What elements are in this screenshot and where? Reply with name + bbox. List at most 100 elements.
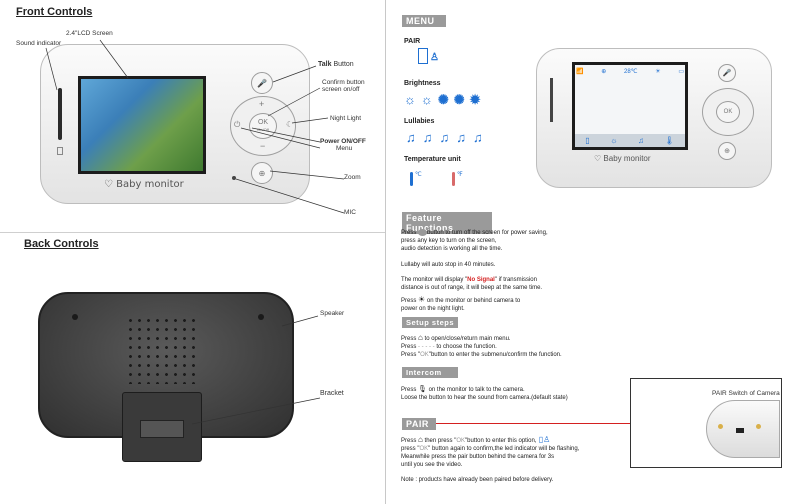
setup-steps-banner: Setup steps (402, 317, 458, 328)
brightness-heading: Brightness (404, 80, 441, 87)
battery-icon (57, 147, 63, 155)
night-light-status-icon: ☀ (655, 68, 661, 75)
intercom-i2: Loose the button to hear the sound from … (401, 395, 568, 401)
zoom-icon: ⊕ (258, 168, 266, 178)
brightness-1-icon: ☼ (404, 92, 421, 107)
thermometer-c-icon (410, 172, 413, 186)
battery-status-icon: ▭ (678, 68, 684, 75)
talk-button[interactable]: 🎤 (251, 72, 273, 94)
setup-s3-a: Press " (401, 352, 421, 358)
menu-bottom-bar: ▯ ☼ ♫ 🌡 (575, 134, 685, 147)
power-inline-icon (418, 229, 428, 236)
menu-brand-text: Baby monitor (603, 154, 651, 163)
feature-p1-c: press any key to turn on the screen, (401, 238, 497, 245)
intercom-text: Press 🎙 on the monitor to talk to the ca… (401, 386, 568, 402)
heart-icon: ♡ (104, 179, 113, 190)
temp-c-symbol: ℃ (415, 172, 422, 178)
ok-text: OK (257, 119, 269, 126)
pair-camera-icon: ♙ (430, 52, 439, 63)
pair-monitor-icon (418, 48, 428, 64)
home-inline-icon: ⌂ (418, 333, 423, 342)
temp-f-symbol: ℉ (457, 172, 463, 178)
night-b: on the monitor or behind camera to (425, 298, 521, 304)
setup-s2-a: Press (401, 344, 419, 350)
night-c: power on the night light. (401, 306, 465, 312)
menu-lullaby-icon: ♫ (638, 136, 645, 145)
setup-s1-a: Press (401, 336, 419, 342)
zoom-button[interactable]: ⊕ (251, 162, 273, 184)
pair-home-inline-icon: ⌂ (418, 435, 423, 444)
lullaby-4-icon: ♫ (456, 130, 473, 145)
talk-label-suffix: Button (331, 61, 354, 68)
mic-hole (232, 176, 236, 180)
section-divider (0, 232, 385, 233)
nosig-c: distance is out of range, it will beep a… (401, 285, 543, 291)
lullaby-1-icon: ♫ (406, 130, 423, 145)
nosig-a: The monitor will display " (401, 277, 468, 283)
screen-onoff-label: screen on/off (322, 86, 360, 93)
talk-button-label: Talk Button (318, 61, 354, 68)
brightness-icons: ☼☼✺✺✹ (404, 92, 486, 108)
lullaby-5-icon: ♫ (473, 130, 490, 145)
ok-subtext: On/Off (257, 127, 269, 132)
menu-zoom-button[interactable]: ⊕ (718, 142, 736, 160)
camera-led-left (718, 424, 723, 429)
signal-icon: 📶 (576, 68, 584, 75)
brightness-5-icon: ✹ (469, 92, 486, 107)
pair-banner: PAIR (402, 418, 436, 430)
night-light-button[interactable]: ☾ (286, 120, 294, 129)
setup-s3-ok: OK (420, 352, 429, 358)
temperature-heading: Temperature unit (404, 156, 461, 163)
zoom-status-icon: ⊕ (601, 68, 607, 75)
brightness-3-icon: ✺ (437, 92, 454, 107)
pair-p4: until you see the video. (401, 462, 463, 468)
arrow-keys-inline-icon: - ‑ ‑ ‑ ‑ (418, 344, 435, 350)
pair-text: Press ⌂ then press "OK"button to enter t… (401, 436, 579, 469)
pair-p1-c: "button to enter this option, (465, 438, 537, 444)
pair-p1-ok: OK (456, 438, 466, 444)
brand-logo: ♡ Baby monitor (104, 179, 184, 190)
feature-no-signal: The monitor will display "No Signal" if … (401, 276, 542, 292)
setup-s2-b: to choose the function. (434, 344, 497, 350)
speaker-label: Speaker (320, 310, 345, 317)
pair-p1-b: then press " (422, 438, 457, 444)
menu-banner: MENU (402, 15, 446, 27)
menu-brand-logo: ♡ Baby monitor (594, 154, 651, 163)
menu-sound-indicator (550, 78, 553, 122)
menu-ok-button[interactable]: OK (716, 101, 740, 123)
lcd-screen (78, 76, 206, 174)
confirm-button-label: Confirm button (322, 79, 365, 86)
pair-p2-a: press " (401, 446, 420, 452)
lullaby-2-icon: ♫ (422, 130, 440, 145)
device-temperature: 28℃ (624, 68, 638, 75)
pair-switch-button[interactable] (736, 428, 744, 433)
setup-s1-b: to open/close/return main menu. (422, 336, 511, 342)
menu-label: Menu (336, 145, 353, 152)
no-signal-red-text: No Signal (467, 277, 495, 283)
power-label: Power ON/OFF (320, 138, 366, 145)
column-divider (385, 0, 386, 504)
pair-p1-a: Press (401, 438, 419, 444)
screw-hole-left (72, 314, 78, 320)
back-controls-title: Back Controls (24, 238, 99, 250)
bracket-label: Bracket (320, 390, 344, 397)
feature-night-light: Press ☀ on the monitor or behind camera … (401, 296, 520, 313)
pair-inline-icon: ▯♙ (536, 435, 551, 444)
up-arrow-button[interactable]: + (259, 99, 265, 109)
pair-p2-ok: OK (419, 446, 429, 452)
zoom-label: Zoom (344, 174, 361, 181)
power-menu-button[interactable]: ⏻ (234, 120, 241, 129)
menu-talk-button[interactable]: 🎤 (718, 64, 736, 82)
setup-s3-b: "button to enter the submenu/confirm the… (428, 352, 562, 358)
mic-label: MIC (344, 209, 356, 216)
menu-temp-icon: 🌡 (664, 136, 675, 145)
sound-indicator (58, 88, 62, 140)
lcd-screen-label: 2.4"LCD Screen (66, 30, 113, 37)
nosig-b: " if transmission (494, 277, 537, 283)
ok-button[interactable]: OK On/Off (249, 113, 277, 139)
feature-paragraph-power: Press button to turn off the screen for … (401, 229, 548, 253)
down-arrow-button[interactable]: − (260, 141, 266, 151)
mic-icon: 🎤 (257, 78, 267, 88)
pair-red-line (436, 423, 630, 424)
